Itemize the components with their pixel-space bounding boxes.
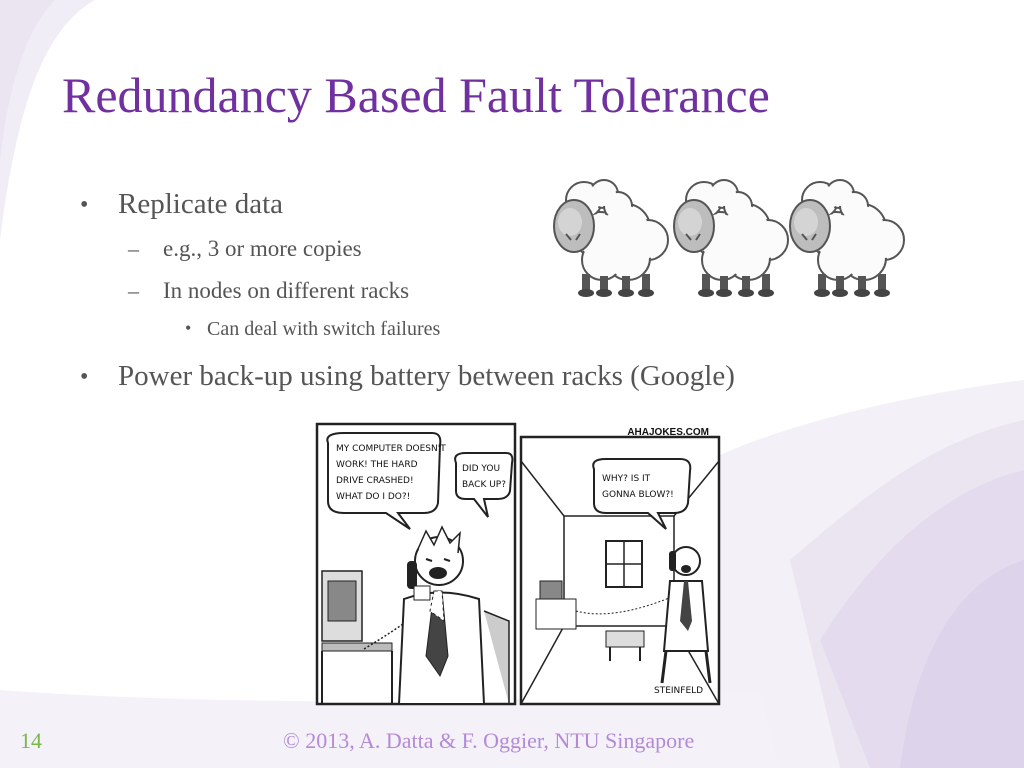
sub-bullet-text: In nodes on different racks [163,278,410,303]
sub-bullet-text: e.g., 3 or more copies [163,236,362,261]
slide-title: Redundancy Based Fault Tolerance [62,67,770,123]
sub-sub-bullet-marker: • [185,318,192,338]
sheep-illustration [553,179,905,298]
comic-bubble-2: DID YOU BACK UP? [462,464,506,490]
bullet-marker: • [80,364,89,390]
comic-bubble-3: WHY? IS IT GONNA BLOW?! [602,474,674,500]
comic-bubble-1: MY COMPUTER DOESN'T WORK! THE HARD DRIVE… [336,444,449,502]
bullet-marker: • [80,192,89,218]
sub-bullet-marker: – [128,236,139,261]
page-number: 14 [20,728,42,753]
sub-sub-bullet-text: Can deal with switch failures [207,318,441,340]
footer-copyright: © 2013, A. Datta & F. Oggier, NTU Singap… [283,728,695,753]
bullet-text: Power back-up using battery between rack… [118,360,735,392]
comic-watermark: AHAJOKES.COM [627,427,709,438]
backup-comic: AHAJOKES.COM MY COMPUTER DOESN'T WORK! T… [315,422,721,706]
sub-bullet-marker: – [128,278,139,303]
bullet-text: Replicate data [118,188,284,220]
comic-signature: STEINFELD [654,686,703,696]
